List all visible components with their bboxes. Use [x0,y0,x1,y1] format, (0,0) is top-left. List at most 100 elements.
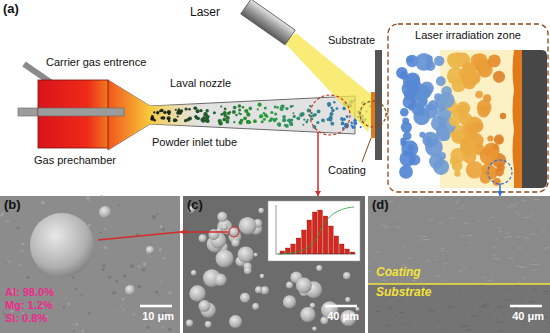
particle [480,147,498,165]
particle [199,234,207,242]
node-text: 40 μm [512,310,544,323]
texture [395,227,399,228]
particle [217,212,227,222]
texture [534,199,539,200]
particle [265,115,268,118]
texture [7,220,10,223]
heat-zone [440,50,514,188]
texture [543,291,549,292]
texture [73,330,75,332]
part-label: Carrier gas entrence [46,56,146,69]
texture [138,265,141,268]
particle [282,105,284,107]
particle [460,139,476,155]
sem-substrate [368,284,550,333]
particle [233,121,235,123]
texture [515,206,517,207]
texture [399,312,404,313]
particle [200,118,204,122]
particle [343,272,351,280]
texture [492,247,497,248]
texture [448,306,454,307]
texture [382,225,388,226]
texture [115,280,118,283]
texture [100,195,102,197]
texture [419,198,424,199]
particle [327,102,331,106]
texture [502,313,505,314]
particle [286,282,293,289]
texture [542,230,545,231]
laser-head [241,0,296,45]
particle [475,91,483,99]
texture [116,232,117,233]
particle [194,107,197,110]
particle [188,108,191,111]
texture [122,309,124,311]
particle [456,101,470,115]
texture [146,325,150,329]
texture [160,281,162,283]
texture [504,237,508,238]
texture [445,267,447,268]
texture [73,324,74,325]
particle [464,62,473,71]
texture [108,276,111,279]
nozzle-node: Laval nozzle [150,76,355,132]
particle [500,113,506,119]
texture [483,307,486,308]
particle [238,109,241,112]
connector-arrow [497,191,503,196]
texture [446,251,448,252]
scale-bar [510,305,542,308]
texture [488,314,491,315]
coating-layer [371,92,375,138]
arrow-head [180,229,185,235]
particle [240,113,242,115]
texture [530,234,535,235]
texture [156,213,158,215]
particle [285,124,289,128]
texture [435,275,441,276]
texture [505,288,507,289]
texture [394,316,397,317]
particle [214,274,226,286]
powder-particle [125,285,135,295]
particle [177,110,180,113]
zoom-leader [499,184,501,192]
texture [137,285,141,289]
particle [296,278,312,294]
texture [120,306,121,307]
texture [522,277,525,278]
particle [329,118,332,121]
texture [453,302,454,303]
part-label: Laser [190,6,220,20]
dashed-circle [360,101,386,127]
texture [418,240,421,241]
particle [243,116,247,120]
particle [273,118,277,122]
particle [205,321,212,328]
particle [240,293,250,303]
sem-image [0,196,180,333]
particle [220,106,222,108]
texture [490,217,495,218]
texture [426,261,431,262]
dashed-circle [488,160,512,184]
particle [330,112,334,116]
particle [167,116,171,120]
particle [448,52,464,68]
texture [151,244,152,245]
particle [276,106,279,109]
particle [246,112,248,114]
texture [529,216,532,217]
particle [283,295,296,308]
node-text: Si: 0.8% [5,312,47,325]
texture [508,206,512,207]
part-label: Powder inlet tube [152,136,237,149]
zoom-leader [386,113,388,115]
texture [440,248,445,249]
particle [488,55,501,68]
histogram-bar [329,226,334,254]
texture [533,259,535,260]
